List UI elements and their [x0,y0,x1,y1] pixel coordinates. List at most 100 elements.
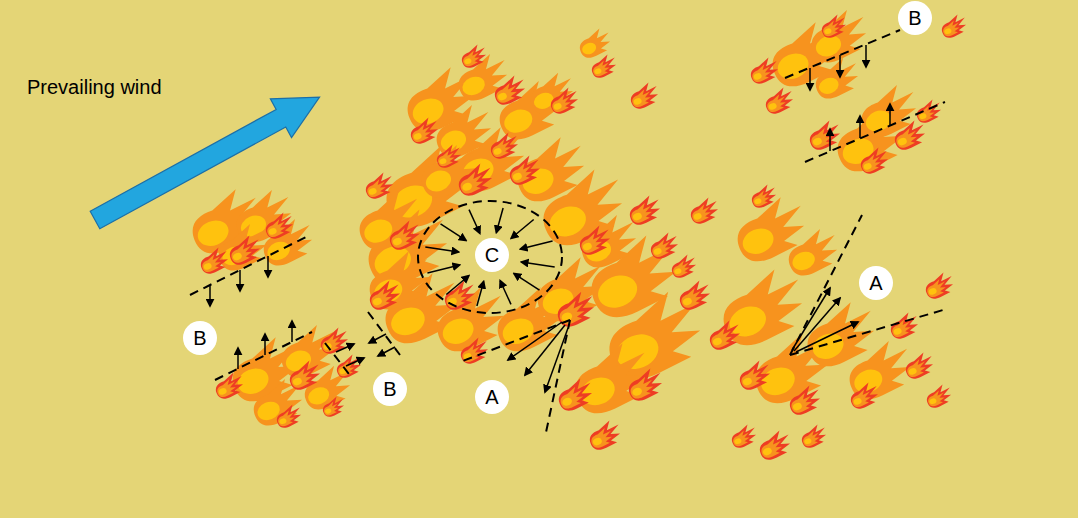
flame [857,145,893,176]
zone-letter: B [383,379,396,399]
flame [902,350,938,381]
spread-arrow [427,265,459,273]
flame [923,382,955,410]
flame-core [632,212,643,222]
flame-core [439,157,448,165]
flame [747,55,783,86]
spread-arrow [378,347,395,356]
flame-body [550,93,574,114]
flame-core [461,181,473,192]
flame [333,352,365,380]
flame-core [633,97,643,106]
flame-body [857,145,893,176]
flame-core [268,227,278,236]
flame-body [765,93,789,114]
flame-body [705,318,745,353]
flame-body [687,195,723,226]
flame-body [317,325,353,356]
spread-arrow [346,358,364,366]
flame-core [594,67,603,75]
front-line [790,215,862,355]
spread-arrow [514,274,539,291]
flame-body [273,402,305,430]
flame-body [320,395,348,419]
front-line [215,332,312,380]
spread-arrow [500,281,511,305]
flame-body [890,118,930,153]
flame [625,193,665,228]
flame-core [768,102,778,111]
spread-arrow [520,241,552,249]
flame-body [750,63,774,84]
flame-body [493,81,520,105]
flame-body [588,426,615,450]
flame-body [388,226,415,250]
flame-body [225,233,265,268]
flame-body [755,428,795,463]
flame-body [591,59,613,78]
flame-core [464,57,473,65]
front-line [190,236,308,295]
flame [585,418,625,453]
flame-core [497,92,508,102]
flame-body [554,376,598,414]
flame-body [818,12,850,40]
flame-body [487,130,523,161]
flame-core [413,132,423,141]
flame-core [409,94,447,128]
flame-body [785,383,825,418]
zone-letter: B [908,8,921,28]
flame-body [731,429,753,448]
flame [365,278,405,313]
flame [505,153,545,188]
flame [256,215,319,270]
zone-marker: B [373,372,407,406]
flame-core [265,238,293,263]
flame-body [228,241,255,265]
flame-body [285,358,325,393]
flame [588,52,620,80]
flame [547,85,583,116]
flame-core [561,396,573,407]
spread-arrow [237,348,239,369]
spread-arrow [264,334,266,355]
flame-body [457,335,493,366]
flame-core [460,73,488,98]
flame-body [798,422,830,450]
flame-body [801,429,823,448]
flame-body [627,375,657,401]
flame-body [926,389,948,408]
flame-body [351,186,430,255]
flame-core [592,437,603,447]
flame-body [276,409,298,428]
flame-body [678,286,705,310]
flame-body [410,123,434,144]
flame-core [693,212,703,221]
flame-body [197,245,233,276]
flame-core [292,377,303,387]
zone-marker: B [898,1,932,35]
flame-body [625,193,665,228]
flame-core [712,337,723,347]
zone-letter: A [869,273,882,293]
flame-body [433,142,465,170]
spread-arrow [336,344,354,352]
flame-core [944,27,953,35]
zone-marker: A [859,266,893,300]
flame-core [817,75,841,97]
flame-core [423,167,454,195]
flame [273,402,305,430]
spread-arrow [508,322,562,360]
flame-body [671,259,693,278]
flame [225,233,265,268]
flame-core [762,447,773,457]
flame-body [624,366,668,404]
spread-arrow [469,210,480,234]
flame-body [460,343,484,364]
front-line [785,30,900,78]
flame-core [279,417,288,425]
flame-body [893,126,920,150]
flame-core [734,437,743,445]
flame-core [545,201,590,242]
flame-body [923,382,955,410]
